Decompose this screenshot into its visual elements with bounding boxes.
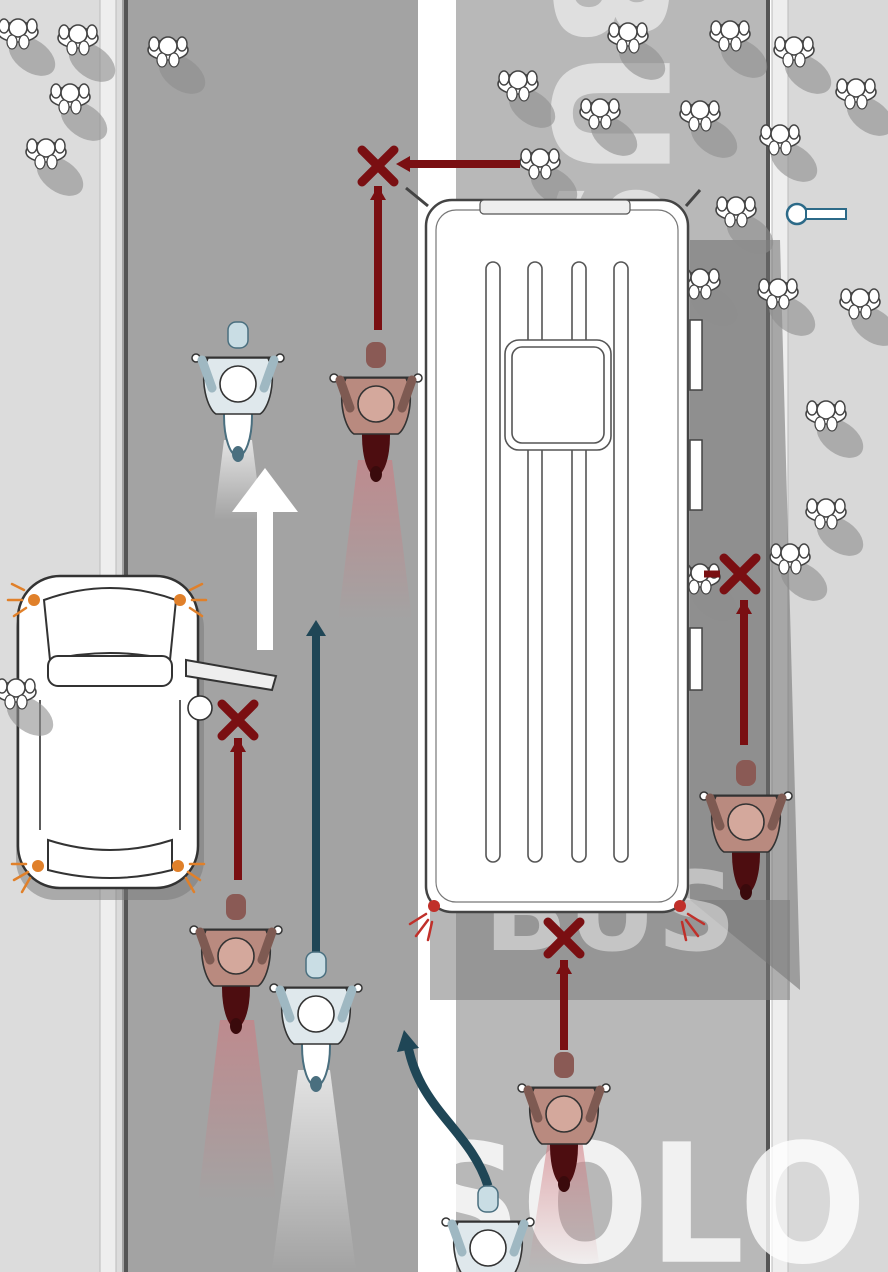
bus (406, 188, 704, 940)
